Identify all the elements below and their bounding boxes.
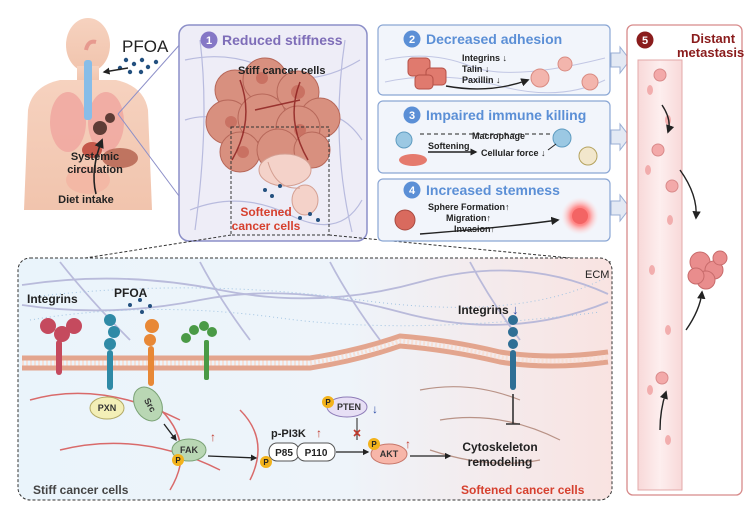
softened-label-1: Softened — [240, 205, 291, 219]
softened-label-2: cancer cells — [232, 219, 301, 233]
systemic-label-2: circulation — [67, 164, 123, 176]
stiff-cells-bottom-label: Stiff cancer cells — [33, 483, 129, 497]
softened-cells-bottom-label: Softened cancer cells — [461, 483, 585, 497]
panel-3-title: Impaired immune killing — [426, 107, 586, 123]
panel-1-badge — [200, 31, 218, 49]
systemic-label-1: Systemic — [71, 151, 119, 163]
panel-5-title-1: Distant — [691, 31, 736, 46]
integrins-right-label: Integrins — [458, 303, 509, 317]
pfoa-inhale-arrow — [102, 67, 129, 75]
panel-to-metastasis-arrows — [610, 45, 631, 223]
softening-label: Softening — [428, 141, 470, 151]
panel-1-reduced-stiffness — [178, 24, 368, 242]
panel-2-line-1: Integrins ↓ — [462, 53, 507, 63]
panel-2-number: 2 — [409, 34, 415, 46]
integrin-receptor-red — [40, 318, 82, 375]
integrin-receptor-orange — [144, 319, 159, 386]
panel-2-decreased-adhesion — [377, 24, 611, 96]
zoom-line-left — [59, 234, 232, 263]
fak-label: FAK — [180, 445, 199, 455]
pi3k-phospho: P — [263, 458, 269, 467]
pfoa-label: PFOA — [122, 37, 169, 56]
pi3k-up-arrow: ↑ — [316, 426, 322, 440]
panel-5-title-2: metastasis — [677, 45, 744, 60]
panel-4-badge — [403, 181, 421, 199]
macrophage-label: Macrophage — [472, 131, 525, 141]
panel-2-line-3: Paxillin ↓ — [462, 75, 501, 85]
akt-up-arrow: ↑ — [405, 437, 411, 451]
ecm-label: ECM — [585, 269, 609, 281]
panel-4-line-2: Migration↑ — [446, 213, 491, 223]
integrin-receptor-teal — [104, 314, 120, 390]
panel-1-title: Reduced stiffness — [222, 32, 343, 48]
stiff-cancer-label: Stiff cancer cells — [238, 65, 325, 77]
diet-intake-label: Diet intake — [58, 194, 114, 206]
integrins-left-label: Integrins — [27, 292, 78, 306]
panel-4-line-3: Invasion↑ — [454, 224, 495, 234]
cytoskeleton-label-1: Cytoskeleton — [462, 440, 537, 454]
cellular-force-label: Cellular force ↓ — [481, 148, 546, 158]
panel-4-line-1: Sphere Formation↑ — [428, 202, 510, 212]
panel-2-title: Decreased adhesion — [426, 31, 562, 47]
pi3k-label: p-PI3K — [271, 428, 306, 440]
panel-4-title: Increased stemness — [426, 182, 560, 198]
panel-2-badge — [403, 30, 421, 48]
fak-up-arrow: ↑ — [210, 430, 216, 444]
zoom-line-right — [328, 234, 613, 263]
integrin-receptor-green — [181, 321, 217, 380]
integrins-down-arrow: ↓ — [512, 302, 519, 317]
panel-4-number: 4 — [409, 185, 416, 197]
pten-phospho: P — [325, 398, 331, 407]
p85-label: P85 — [275, 448, 293, 459]
pfoa-dots — [117, 57, 159, 75]
panel-3-number: 3 — [409, 110, 415, 122]
akt-phospho: P — [371, 440, 377, 449]
mechanism-panel — [17, 257, 613, 501]
pfoa-bottom-label: PFOA — [114, 286, 148, 300]
panel-5-number: 5 — [642, 35, 648, 47]
circulation-arrow — [93, 138, 104, 195]
cytoskeleton-label-2: remodeling — [468, 455, 533, 469]
zoom-line-top — [117, 41, 183, 115]
panel-5-distant-metastasis — [626, 24, 743, 496]
pxn-label: PXN — [98, 403, 117, 413]
panel-5-badge — [636, 31, 654, 49]
panel-3-impaired-immune-killing — [377, 100, 611, 174]
akt-label: AKT — [380, 449, 399, 459]
pten-label: PTEN — [337, 402, 361, 412]
panel-3-badge — [403, 106, 421, 124]
p110-label: P110 — [305, 448, 328, 459]
zoom-line-bottom — [117, 113, 183, 201]
panel-4-increased-stemness — [377, 178, 611, 242]
pten-down-arrow: ↓ — [372, 402, 378, 416]
integrin-receptor-right — [508, 315, 518, 390]
panel-1-number: 1 — [206, 35, 212, 47]
panel-2-line-2: Talin ↓ — [462, 64, 489, 74]
fak-phospho: P — [175, 456, 181, 465]
